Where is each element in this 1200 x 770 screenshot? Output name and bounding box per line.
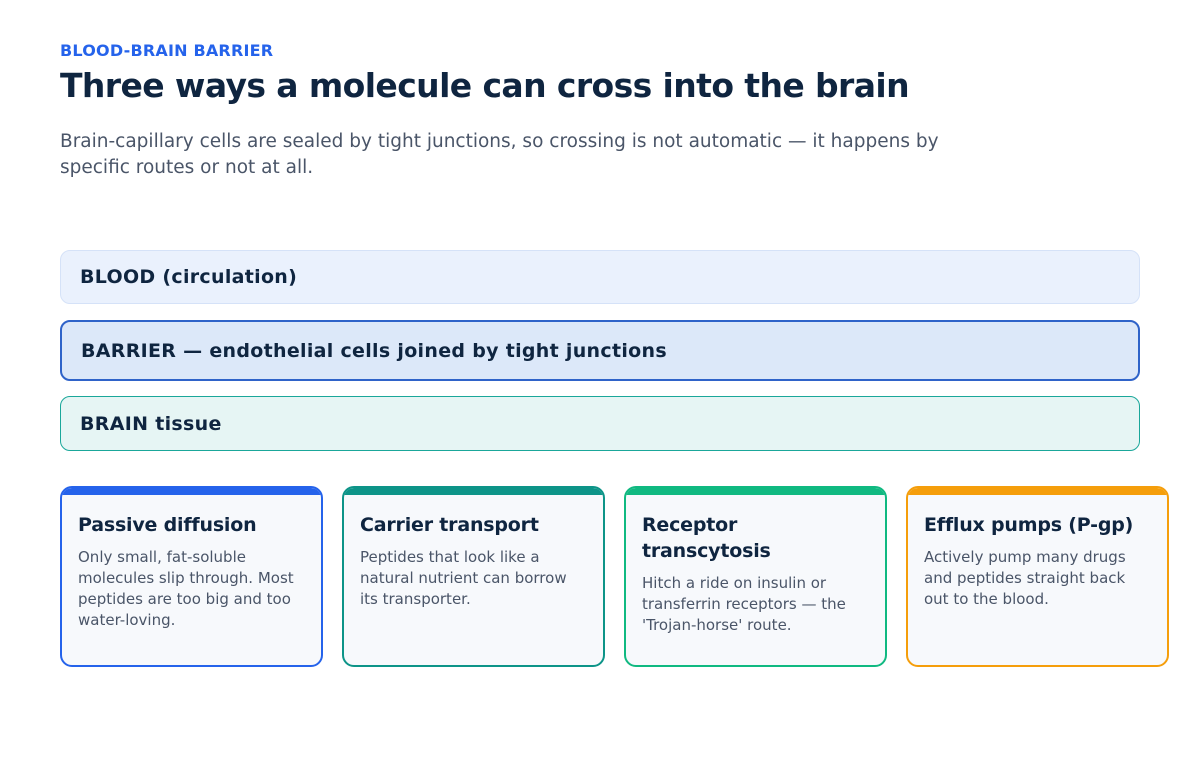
card-title: Passive diffusion (78, 514, 257, 536)
card-accent-bar (626, 488, 885, 495)
layer-brain-label: BRAIN tissue (80, 412, 222, 435)
card-accent-bar (344, 488, 603, 495)
card-receptor-transcytosis: Receptor transcytosis Hitch a ride on in… (624, 486, 887, 667)
layer-brain: BRAIN tissue (60, 396, 1140, 451)
layer-barrier: BARRIER — endothelial cells joined by ti… (60, 320, 1140, 381)
card-efflux-pumps: Efflux pumps (P-gp) Actively pump many d… (906, 486, 1169, 667)
card-accent-bar (908, 488, 1167, 495)
card-carrier-transport: Carrier transport Peptides that look lik… (342, 486, 605, 667)
card-description: Hitch a ride on insulin or transferrin r… (642, 574, 846, 634)
section-eyebrow: BLOOD-BRAIN BARRIER (60, 41, 274, 60)
card-passive-diffusion: Passive diffusion Only small, fat-solubl… (60, 486, 323, 667)
card-title: Carrier transport (360, 514, 539, 536)
page-title: Three ways a molecule can cross into the… (60, 66, 910, 105)
card-title: Receptor transcytosis (642, 514, 771, 562)
intro-text: Brain-capillary cells are sealed by tigh… (60, 131, 939, 178)
layer-blood-label: BLOOD (circulation) (80, 266, 298, 288)
card-accent-bar (62, 488, 321, 495)
card-title: Efflux pumps (P-gp) (924, 514, 1134, 536)
card-description: Only small, fat-soluble molecules slip t… (78, 548, 294, 629)
card-description: Peptides that look like a natural nutrie… (360, 548, 567, 608)
card-description: Actively pump many drugs and peptides st… (924, 548, 1126, 608)
layer-barrier-label: BARRIER — endothelial cells joined by ti… (81, 339, 667, 362)
layer-blood: BLOOD (circulation) (60, 250, 1140, 304)
